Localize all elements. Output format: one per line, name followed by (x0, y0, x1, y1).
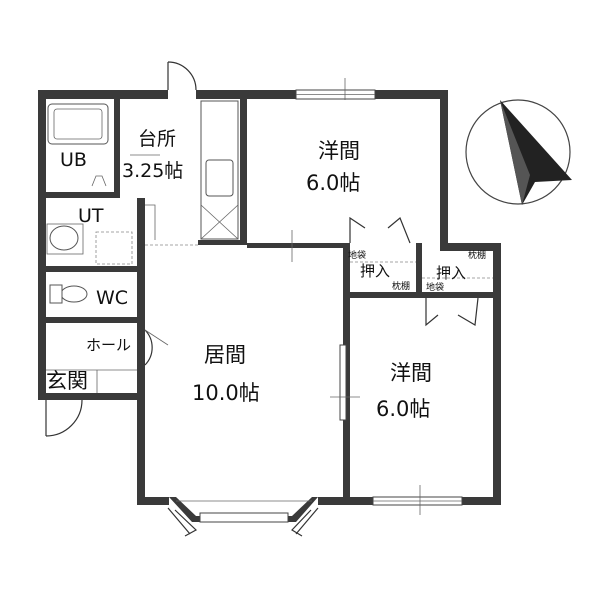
room-ub-label: UB (60, 149, 87, 171)
fixtures (46, 100, 493, 393)
room-living-name: 居間 (204, 343, 246, 367)
washer-space (95, 231, 133, 265)
room-kitchen-name: 台所 (138, 128, 176, 150)
room-entrance-label: 玄関 (46, 369, 88, 393)
center-marks (130, 78, 421, 515)
closet1-name: 押入 (360, 262, 390, 280)
toilet (60, 285, 88, 303)
toilet-tank (49, 284, 63, 304)
room-ut-label: UT (78, 205, 104, 227)
closet2-name: 押入 (436, 264, 466, 282)
room-bedroom2-name: 洋間 (390, 361, 432, 385)
room-hall-label: ホール (86, 336, 131, 354)
room-wc-label: WC (96, 287, 128, 309)
room-kitchen-size: 3.25帖 (122, 160, 183, 182)
bathtub (47, 103, 109, 145)
closet2-lower-label: 地袋 (426, 281, 444, 293)
room-bedroom2-size: 6.0帖 (376, 397, 430, 421)
room-labels: UB 台所 3.25帖 洋間 6.0帖 UT WC ホール 玄関 居間 10.0… (46, 128, 486, 421)
north-arrow-icon (465, 99, 572, 205)
room-bedroom1-name: 洋間 (318, 139, 360, 163)
closet1-upper-label: 地袋 (348, 249, 366, 261)
windows (167, 89, 463, 537)
kitchen-sink (205, 159, 234, 197)
washbasin (49, 225, 79, 251)
closet2-upper-label: 枕棚 (468, 249, 486, 261)
doors (45, 61, 479, 437)
room-bedroom1-size: 6.0帖 (306, 171, 360, 195)
closet1-lower-label: 枕棚 (392, 280, 410, 292)
room-living-size: 10.0帖 (192, 381, 260, 405)
